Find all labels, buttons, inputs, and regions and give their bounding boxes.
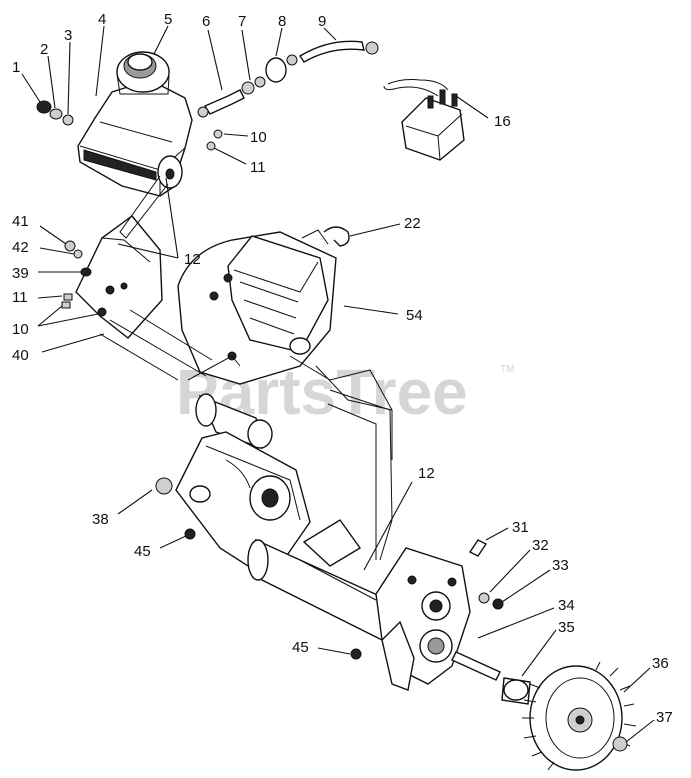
engine-assembly	[177, 229, 393, 460]
callout-10-lower: 10	[12, 321, 29, 338]
callout-37: 37	[656, 709, 673, 726]
callout-38: 38	[92, 511, 109, 528]
callout-32: 32	[532, 537, 549, 554]
callout-5: 5	[164, 11, 172, 28]
wheel	[522, 661, 637, 771]
leader-lines	[21, 25, 655, 743]
washer-32	[478, 592, 490, 604]
callout-45-lower: 45	[292, 639, 309, 656]
callout-1: 1	[12, 59, 20, 76]
spacer-10	[213, 129, 223, 139]
callout-22: 22	[404, 215, 421, 232]
fuel-tank	[77, 79, 193, 197]
fuel-line	[197, 81, 255, 118]
gear-plate	[375, 547, 471, 691]
hub-cap-37	[612, 736, 628, 752]
bushing-38	[155, 477, 173, 495]
callout-34: 34	[558, 597, 575, 614]
starter-motor	[187, 355, 273, 450]
mounting-bracket	[61, 175, 169, 339]
callout-39: 39	[12, 265, 29, 282]
callout-9: 9	[318, 13, 326, 30]
spacer-11	[206, 141, 216, 151]
callout-31: 31	[512, 519, 529, 536]
callout-42: 42	[12, 239, 29, 256]
callout-11: 11	[250, 159, 266, 176]
callout-35: 35	[558, 619, 575, 636]
callout-36: 36	[652, 655, 669, 672]
hose-clamp	[323, 226, 350, 247]
bolt-31	[468, 539, 488, 557]
switch	[383, 79, 465, 161]
callout-6: 6	[202, 13, 210, 30]
callout-33: 33	[552, 557, 569, 574]
hose	[299, 40, 379, 63]
callout-11-lower: 11	[12, 289, 28, 306]
frame-housing	[175, 431, 311, 581]
callout-45-upper: 45	[134, 543, 151, 560]
reference-line	[99, 333, 179, 381]
fuel-filter	[254, 54, 298, 88]
nut-45-upper	[184, 528, 196, 540]
callout-41: 41	[12, 213, 29, 230]
callout-labels: 1 2 3 4 5 6 7 8 9 10 11 16 12 22 41 42 3…	[12, 11, 673, 726]
axle-shaft	[451, 651, 501, 681]
callout-8: 8	[278, 13, 286, 30]
callout-3: 3	[64, 27, 72, 44]
callout-12: 12	[184, 251, 201, 268]
fuel-cap	[116, 51, 170, 95]
nut-33	[492, 598, 504, 610]
callout-40: 40	[12, 347, 29, 364]
callout-4: 4	[98, 11, 106, 28]
callout-2: 2	[40, 41, 48, 58]
watermark-trademark: TM	[500, 364, 514, 375]
nut-45-lower	[350, 648, 362, 660]
callout-54: 54	[406, 307, 423, 324]
axle-tube	[247, 519, 387, 644]
callout-7: 7	[238, 13, 246, 30]
callout-16: 16	[494, 113, 511, 130]
washer-stack	[36, 100, 74, 126]
callout-12-lower: 12	[418, 465, 435, 482]
callout-10: 10	[250, 129, 267, 146]
